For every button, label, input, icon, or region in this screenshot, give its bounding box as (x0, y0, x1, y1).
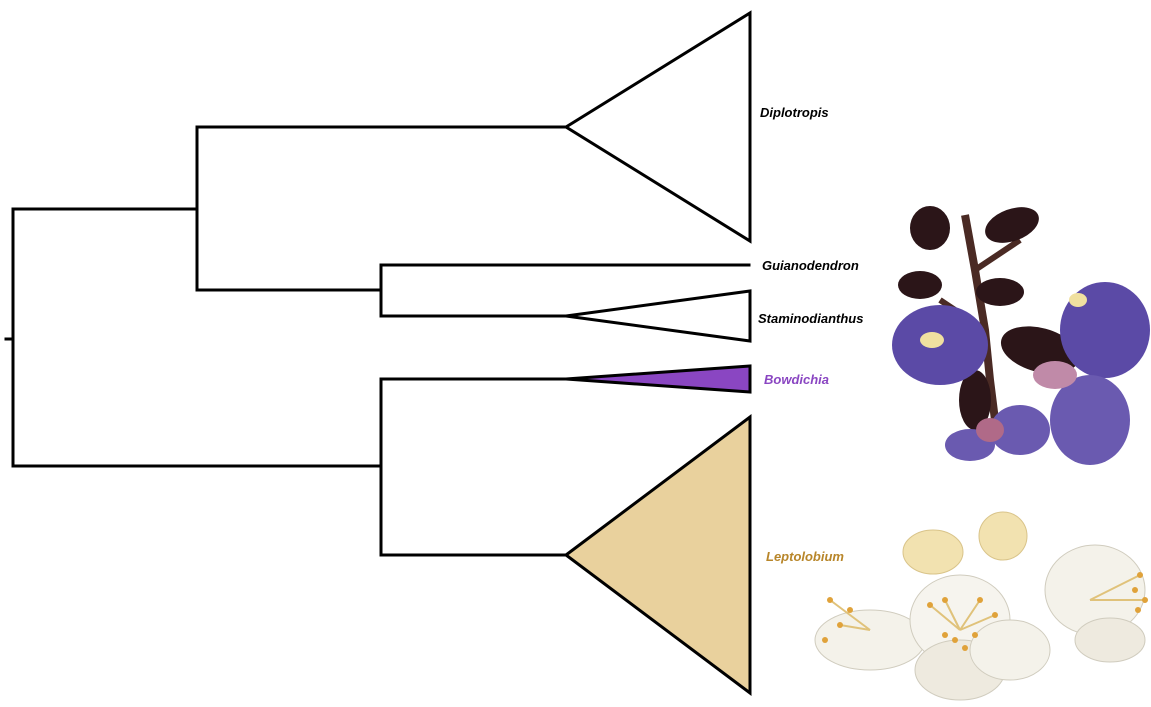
label-guianodendron: Guianodendron (762, 258, 859, 273)
label-diplotropis: Diplotropis (760, 105, 829, 120)
clade-triangle-leptolobium (566, 417, 750, 693)
label-leptolobium: Leptolobium (766, 549, 844, 564)
clade-triangle-bowdichia (566, 366, 750, 392)
leptolobium-flower-photo (815, 512, 1148, 700)
bowdichia-flower-photo (892, 200, 1150, 465)
label-bowdichia: Bowdichia (764, 372, 829, 387)
clade-triangle-staminodianthus (566, 291, 750, 341)
clade-triangle-diplotropis (566, 13, 750, 241)
label-staminodianthus: Staminodianthus (758, 311, 863, 326)
